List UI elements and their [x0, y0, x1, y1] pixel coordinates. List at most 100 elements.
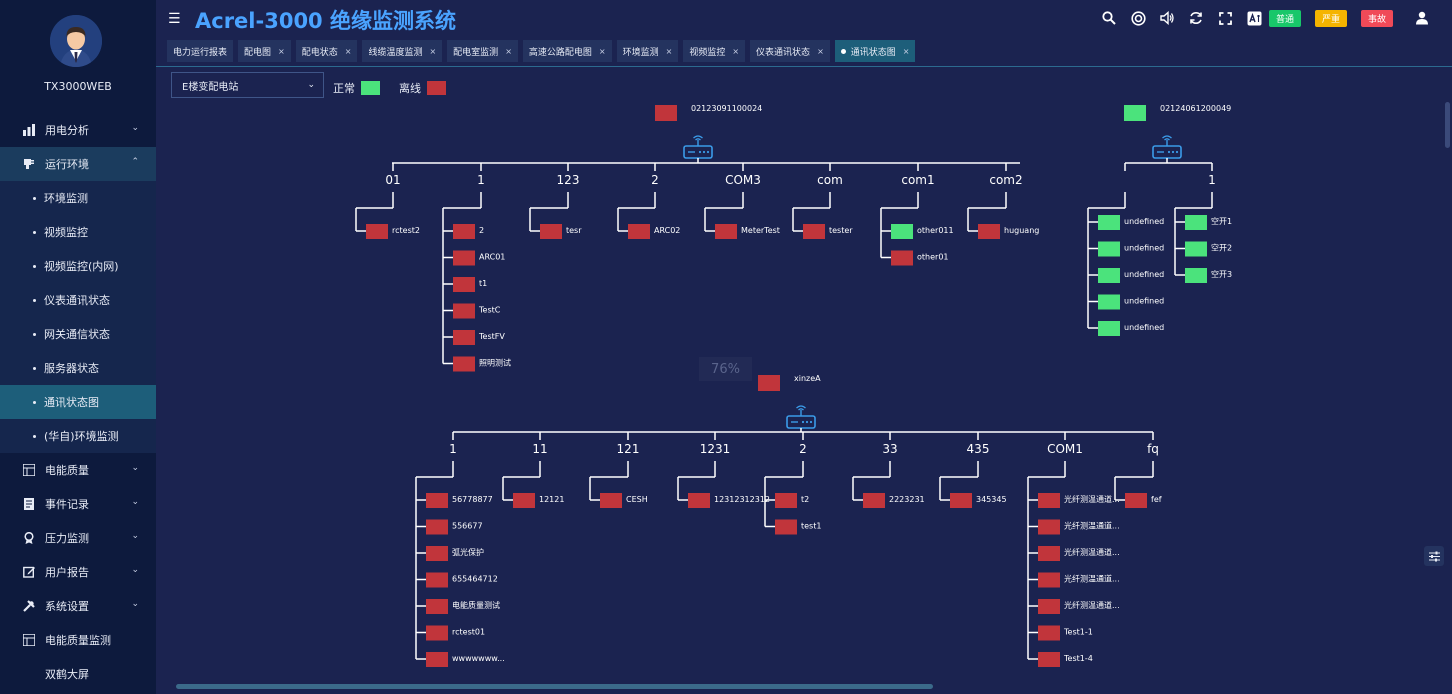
- language-icon[interactable]: [1240, 8, 1269, 28]
- alarm-accident-badge[interactable]: 事故: [1360, 9, 1393, 27]
- settings-sliders-icon[interactable]: [1424, 546, 1444, 566]
- volume-icon[interactable]: [1153, 8, 1182, 28]
- vertical-scrollbar[interactable]: [1445, 102, 1450, 148]
- sidebar-item-power-analysis[interactable]: 用电分析 ⌄: [0, 113, 156, 147]
- sidebar-subitem-video[interactable]: 视频监控: [0, 215, 156, 249]
- device-status-box[interactable]: [978, 224, 1000, 239]
- device-status-box[interactable]: [540, 224, 562, 239]
- sidebar-subitem-env-monitor[interactable]: 环境监测: [0, 181, 156, 215]
- alarm-serious-badge[interactable]: 严重: [1314, 9, 1347, 27]
- close-icon[interactable]: ×: [278, 46, 285, 56]
- gateway-status-0[interactable]: [655, 105, 677, 121]
- sidebar-item-pressure[interactable]: 压力监测 ⌄: [0, 521, 156, 555]
- device-status-box[interactable]: [453, 224, 475, 239]
- close-icon[interactable]: ×: [732, 46, 740, 56]
- device-status-box[interactable]: [950, 493, 972, 508]
- device-status-box[interactable]: [628, 224, 650, 239]
- device-status-box[interactable]: [426, 625, 448, 641]
- avatar[interactable]: [50, 15, 102, 67]
- tab-env-monitor[interactable]: 环境监测×: [616, 40, 679, 62]
- sidebar-subitem-meter-comm[interactable]: 仪表通讯状态: [0, 283, 156, 317]
- fullscreen-icon[interactable]: [1211, 8, 1240, 28]
- device-status-box[interactable]: [1038, 493, 1060, 508]
- device-status-box[interactable]: [426, 493, 448, 508]
- sidebar-item-event-log[interactable]: 事件记录 ⌄: [0, 487, 156, 521]
- device-status-box[interactable]: [715, 224, 737, 239]
- device-status-box[interactable]: [426, 652, 448, 667]
- device-status-box[interactable]: [426, 572, 448, 588]
- device-status-box[interactable]: [1185, 241, 1207, 257]
- close-icon[interactable]: ×: [902, 46, 910, 56]
- gateway-status-1[interactable]: [1124, 105, 1146, 121]
- sidebar-item-pq-monitoring[interactable]: 电能质量监测: [0, 623, 156, 657]
- device-status-box[interactable]: [1098, 294, 1120, 310]
- device-status-box[interactable]: [1038, 546, 1060, 561]
- tab-room-monitor[interactable]: 配电室监测×: [447, 40, 518, 62]
- device-status-box[interactable]: [426, 599, 448, 614]
- alarm-normal-badge[interactable]: 普通: [1268, 9, 1301, 27]
- router-icon[interactable]: [786, 405, 816, 429]
- help-lifebuoy-icon[interactable]: [1124, 8, 1153, 28]
- search-icon[interactable]: [1095, 8, 1124, 28]
- close-icon[interactable]: ×: [505, 46, 512, 56]
- device-status-box[interactable]: [863, 493, 885, 508]
- device-status-box[interactable]: [1185, 268, 1207, 283]
- device-status-box[interactable]: [1038, 625, 1060, 641]
- device-status-box[interactable]: [1185, 215, 1207, 230]
- tab-distribution-status[interactable]: 配电状态×: [295, 40, 358, 62]
- sidebar-item-system-settings[interactable]: 系统设置 ⌄: [0, 589, 156, 623]
- device-status-box[interactable]: [426, 546, 448, 561]
- close-icon[interactable]: ×: [344, 46, 352, 56]
- device-status-box[interactable]: [1038, 599, 1060, 614]
- device-status-box[interactable]: [803, 224, 825, 239]
- sidebar-subitem-video-intranet[interactable]: 视频监控(内网): [0, 249, 156, 283]
- device-status-box[interactable]: [426, 519, 448, 535]
- refresh-icon[interactable]: [1182, 8, 1211, 28]
- tab-cable-temperature[interactable]: 线缆温度监测×: [362, 40, 443, 62]
- tab-comm-diagram[interactable]: 通讯状态图×: [834, 40, 916, 62]
- gateway-status-2[interactable]: [758, 375, 780, 391]
- device-status-box[interactable]: [453, 356, 475, 372]
- close-icon[interactable]: ×: [817, 46, 824, 56]
- tab-power-report[interactable]: 电力运行报表: [167, 40, 234, 62]
- sidebar-item-user-report[interactable]: 用户报告 ⌄: [0, 555, 156, 589]
- close-icon[interactable]: ×: [665, 46, 673, 56]
- sidebar-subitem-server-status[interactable]: 服务器状态: [0, 351, 156, 385]
- device-status-box[interactable]: [1098, 241, 1120, 257]
- device-status-box[interactable]: [775, 519, 797, 535]
- router-icon[interactable]: [1152, 135, 1182, 159]
- device-status-box[interactable]: [1038, 572, 1060, 588]
- device-status-box[interactable]: [688, 493, 710, 508]
- device-status-box[interactable]: [1038, 519, 1060, 535]
- sidebar-subitem-comm-diagram[interactable]: 通讯状态图: [0, 385, 156, 419]
- device-status-box[interactable]: [1125, 493, 1147, 508]
- hamburger-menu-icon[interactable]: ☰: [168, 11, 181, 27]
- device-status-box[interactable]: [1038, 652, 1060, 667]
- device-status-box[interactable]: [1098, 215, 1120, 230]
- router-icon[interactable]: [683, 135, 713, 159]
- user-icon[interactable]: [1407, 8, 1436, 28]
- close-icon[interactable]: ×: [598, 46, 606, 56]
- device-status-box[interactable]: [891, 250, 913, 266]
- tab-distribution-diagram[interactable]: 配电图×: [238, 40, 291, 62]
- sidebar-subitem-gateway-comm[interactable]: 网关通信状态: [0, 317, 156, 351]
- device-status-box[interactable]: [453, 277, 475, 292]
- device-status-box[interactable]: [600, 493, 622, 508]
- horizontal-scrollbar[interactable]: [176, 684, 933, 689]
- device-status-box[interactable]: [453, 303, 475, 319]
- device-status-box[interactable]: [1098, 321, 1120, 336]
- close-icon[interactable]: ×: [429, 46, 437, 56]
- sidebar-item-runtime-env[interactable]: 运行环境 ⌃: [0, 147, 156, 181]
- sidebar-item-big-screen[interactable]: 双鹤大屏: [0, 657, 156, 691]
- device-status-box[interactable]: [453, 250, 475, 266]
- device-status-box[interactable]: [366, 224, 388, 239]
- device-status-box[interactable]: [891, 224, 913, 239]
- tab-highway-distribution[interactable]: 高速公路配电图×: [522, 40, 612, 62]
- tab-video[interactable]: 视频监控×: [683, 40, 746, 62]
- sidebar-item-power-quality[interactable]: 电能质量 ⌄: [0, 453, 156, 487]
- device-status-box[interactable]: [453, 330, 475, 345]
- device-status-box[interactable]: [513, 493, 535, 508]
- device-status-box[interactable]: [775, 493, 797, 508]
- tab-meter-comm[interactable]: 仪表通讯状态×: [750, 40, 830, 62]
